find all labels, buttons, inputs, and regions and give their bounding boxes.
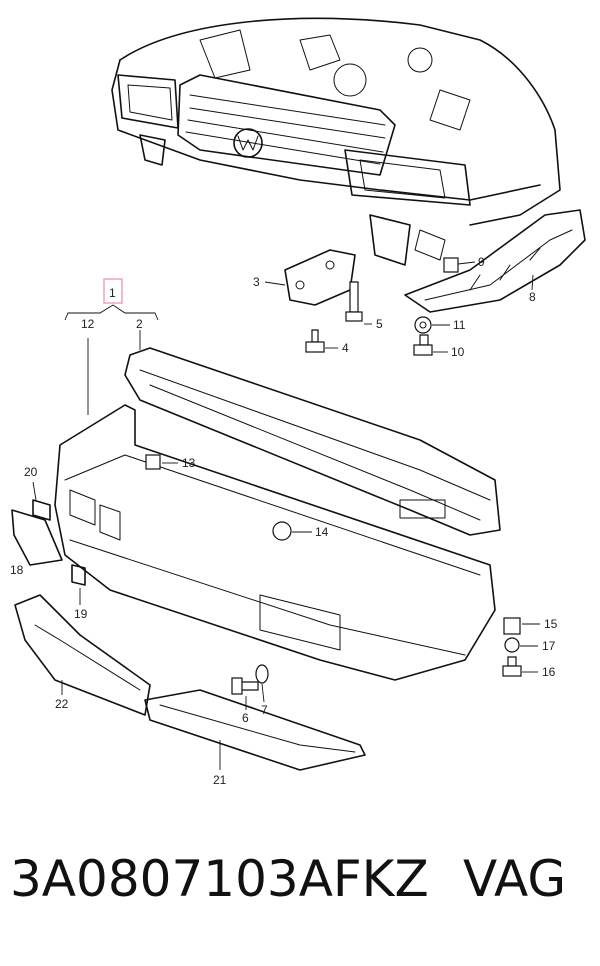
callout-21: 21 — [213, 773, 227, 787]
callout-13: 13 — [182, 456, 196, 470]
callout-17: 17 — [542, 639, 556, 653]
part-number: 3A0807103AFKZ — [10, 850, 429, 908]
side-insert-parts — [11, 499, 86, 586]
footer: 3A0807103AFKZ VAG — [0, 850, 600, 940]
callout-16: 16 — [542, 665, 556, 679]
callout-15: 15 — [544, 617, 558, 631]
callout-numbers: 1 12 2 3 4 5 9 8 11 10 13 14 20 18 19 15… — [10, 255, 558, 787]
callout-3: 3 — [253, 275, 260, 289]
callout-6: 6 — [242, 711, 249, 725]
bumper-impact-absorber — [124, 347, 501, 536]
callout-1-bracket — [64, 304, 159, 321]
callout-5: 5 — [376, 317, 383, 331]
car-front-illustration — [111, 17, 561, 266]
lower-spoiler-parts — [14, 594, 366, 771]
leader-lines — [32, 261, 540, 770]
callout-20: 20 — [24, 465, 38, 479]
callout-9: 9 — [478, 255, 485, 269]
callout-7: 7 — [261, 703, 268, 717]
callout-22: 22 — [55, 697, 69, 711]
callout-14: 14 — [315, 525, 329, 539]
callout-box-1 — [103, 278, 123, 304]
callout-10: 10 — [451, 345, 465, 359]
callout-2: 2 — [136, 317, 143, 331]
bumper-cover — [54, 404, 496, 681]
callout-8: 8 — [529, 290, 536, 304]
callout-4: 4 — [342, 341, 349, 355]
brand-name: VAG — [463, 850, 567, 908]
callout-11: 11 — [453, 318, 466, 332]
side-bracket-part — [404, 209, 586, 313]
mounting-bracket-part — [284, 249, 356, 306]
callout-1: 1 — [109, 286, 116, 300]
fastener-hardware — [145, 257, 522, 695]
callout-19: 19 — [74, 607, 88, 621]
callout-12: 12 — [81, 317, 95, 331]
callout-18: 18 — [10, 563, 24, 577]
